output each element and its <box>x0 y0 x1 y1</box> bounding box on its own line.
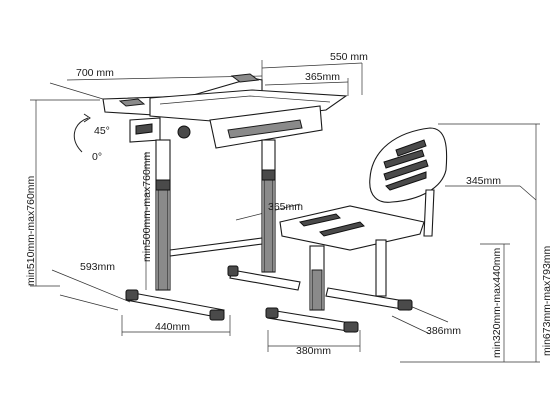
desk-foot-right <box>229 269 301 291</box>
label-tilt-45: 45° <box>94 125 110 137</box>
label-leg-height-range: min500mm-max760mm <box>141 151 153 262</box>
label-chair-base-width: 380mm <box>296 345 331 357</box>
label-seat-height-range: min320mm-max440mm <box>491 247 503 358</box>
label-desk-height-range: min510mm-max760mm <box>25 175 37 286</box>
label-seat-width: 365mm <box>268 201 303 213</box>
dimension-lines <box>30 60 540 363</box>
chair-backrest <box>369 127 448 203</box>
desk-foot-left <box>125 291 225 319</box>
chair <box>265 127 448 333</box>
label-top-width: 365mm <box>305 71 340 83</box>
dimension-labels: 700 mm 550 mm 365mm 45° 0° min510mm-max7… <box>25 51 553 358</box>
label-backrest-width: 345mm <box>466 175 501 187</box>
chair-foot-front <box>267 309 357 333</box>
desk-top-tilted <box>149 89 348 123</box>
label-tilt-0: 0° <box>92 151 102 163</box>
desk <box>102 73 348 321</box>
label-desk-base-width: 440mm <box>155 321 190 333</box>
tilt-indicator <box>73 113 91 153</box>
label-desk-depth: 700 mm <box>76 67 114 79</box>
label-chair-base-depth: 386mm <box>426 325 461 337</box>
label-chair-height-range: min673mm-max793mm <box>541 245 553 356</box>
chair-foot-back <box>325 287 411 311</box>
label-desk-width: 550 mm <box>330 51 368 63</box>
label-desk-base-depth: 593mm <box>80 261 115 273</box>
